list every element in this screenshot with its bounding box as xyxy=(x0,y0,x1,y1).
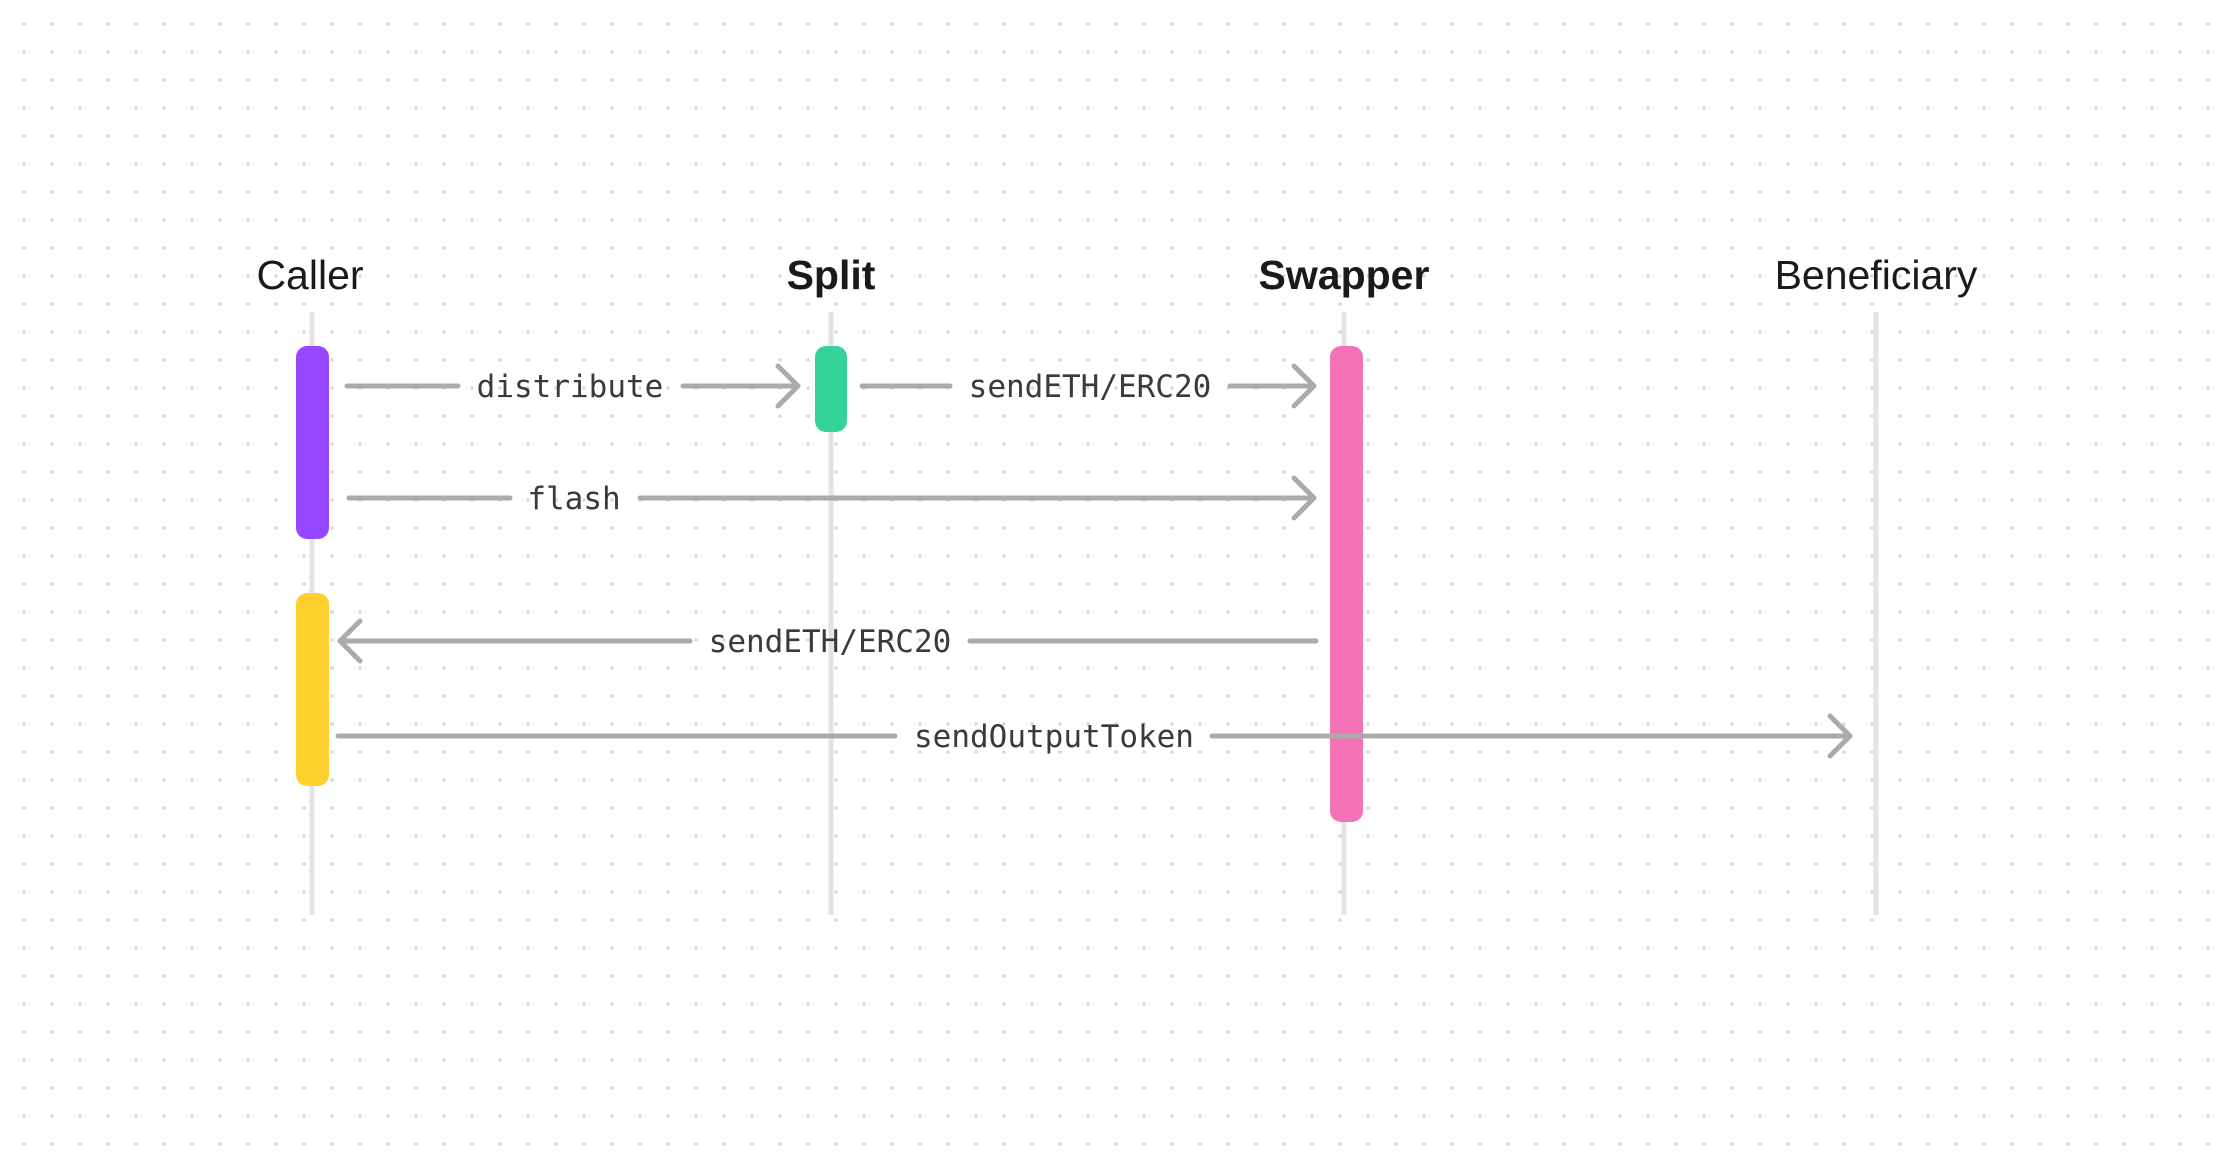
participant-split: Split xyxy=(787,252,876,298)
message-label: sendOutputToken xyxy=(914,719,1194,755)
activation-swapper-pink xyxy=(1330,346,1363,822)
message-send-output-token: sendOutputToken xyxy=(335,713,1853,759)
message-flash: flash xyxy=(346,475,1317,521)
arrowhead-right xyxy=(1827,713,1853,759)
arrowhead-right xyxy=(1291,363,1317,409)
participant-swapper: Swapper xyxy=(1259,252,1430,298)
arrowhead-left xyxy=(337,618,363,664)
message-send-eth-erc20-to-swapper: sendETH/ERC20 xyxy=(859,363,1317,409)
message-send-eth-erc20-to-caller: sendETH/ERC20 xyxy=(337,618,1319,664)
activation-bars xyxy=(296,346,1363,822)
participant-headers: Caller Split Swapper Beneficiary xyxy=(256,252,1977,298)
participant-beneficiary: Beneficiary xyxy=(1775,252,1978,298)
message-label: sendETH/ERC20 xyxy=(969,369,1212,405)
message-label: flash xyxy=(527,481,620,517)
activation-caller-purple xyxy=(296,346,329,539)
activation-caller-yellow xyxy=(296,593,329,786)
activation-split-green xyxy=(815,346,847,432)
message-distribute: distribute xyxy=(344,363,801,409)
arrowhead-right xyxy=(1291,475,1317,521)
participant-caller: Caller xyxy=(256,252,363,298)
message-label: sendETH/ERC20 xyxy=(709,624,952,660)
message-label: distribute xyxy=(477,369,664,405)
arrowhead-right xyxy=(775,363,801,409)
